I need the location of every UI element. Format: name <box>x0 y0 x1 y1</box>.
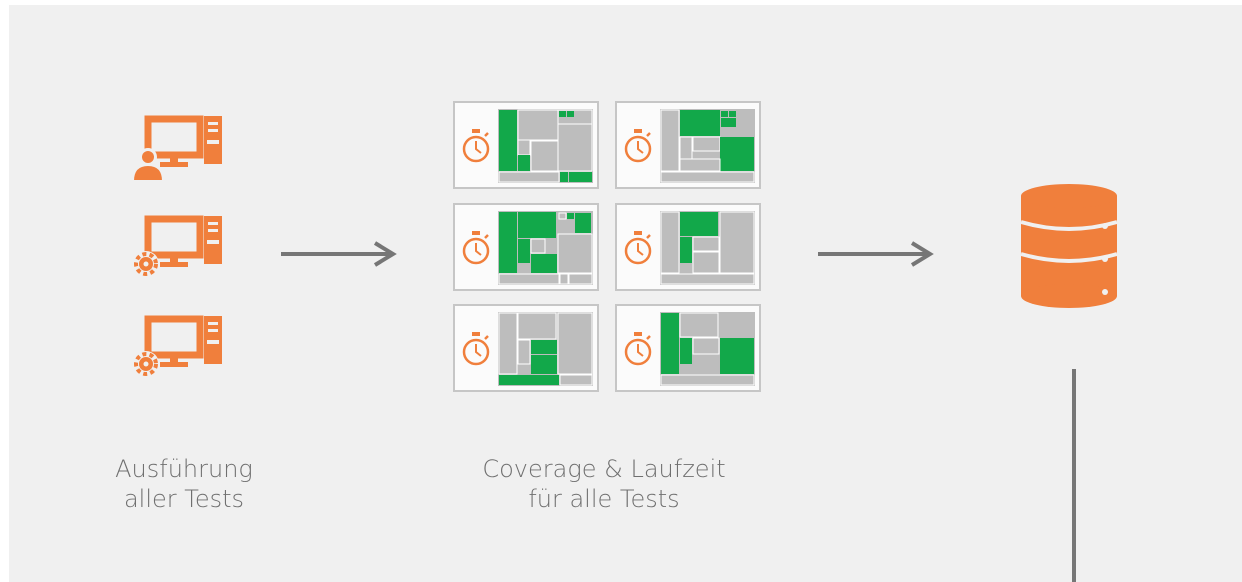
coverage-card <box>453 101 599 189</box>
stopwatch-icon <box>624 129 652 163</box>
treemap-icon <box>660 312 755 386</box>
stopwatch-icon <box>462 129 490 163</box>
treemap-icon <box>498 211 593 285</box>
coverage-label: Coverage & Laufzeit für alle Tests <box>482 455 726 513</box>
connector-line <box>1072 369 1076 582</box>
execution-label: Ausführung aller Tests <box>115 455 253 513</box>
computers-group <box>131 115 222 377</box>
coverage-card <box>453 203 599 291</box>
coverage-card <box>615 304 761 392</box>
database-icon <box>1020 184 1118 308</box>
coverage-card <box>615 203 761 291</box>
arrow-right-icon <box>818 241 934 267</box>
stopwatch-icon <box>462 332 490 366</box>
stopwatch-icon <box>624 332 652 366</box>
user-computer-icon <box>131 115 222 182</box>
coverage-card <box>453 304 599 392</box>
coverage-card <box>615 101 761 189</box>
treemap-icon <box>498 109 593 183</box>
gear-computer-icon <box>133 215 222 277</box>
treemap-icon <box>660 211 755 285</box>
treemap-icon <box>498 312 593 386</box>
arrow-right-icon <box>281 241 397 267</box>
stopwatch-icon <box>462 231 490 265</box>
stopwatch-icon <box>624 231 652 265</box>
gear-computer-icon <box>133 315 222 377</box>
treemap-icon <box>660 109 755 183</box>
diagram-canvas: Ausführung aller Tests <box>9 5 1242 582</box>
